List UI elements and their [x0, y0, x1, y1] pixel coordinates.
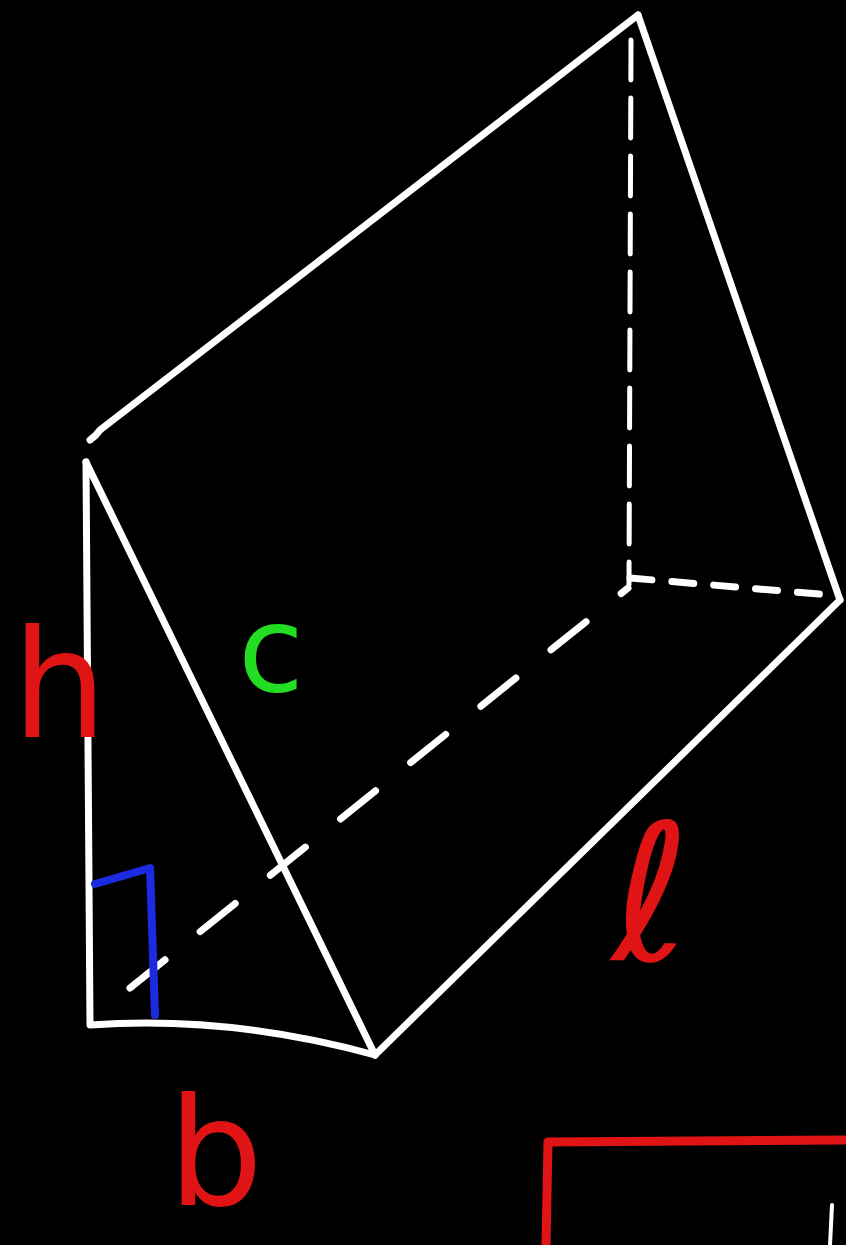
back-slant-edge	[638, 15, 840, 600]
hidden-back-edge	[630, 578, 830, 595]
front-face-edges	[86, 462, 375, 1055]
hidden-height-edge	[629, 40, 631, 585]
length-label: ℓ	[612, 800, 691, 990]
hidden-bottom-edge	[130, 588, 628, 988]
top-edge	[90, 15, 638, 440]
right-angle-mark	[95, 868, 155, 1015]
height-label: h	[12, 610, 107, 760]
red-bracket	[546, 1140, 846, 1245]
stray-mark	[830, 1205, 832, 1245]
hypotenuse-label: c	[238, 590, 304, 710]
front-slant-edge	[86, 462, 375, 1055]
base-label: b	[168, 1078, 263, 1228]
bottom-edge	[375, 600, 840, 1055]
